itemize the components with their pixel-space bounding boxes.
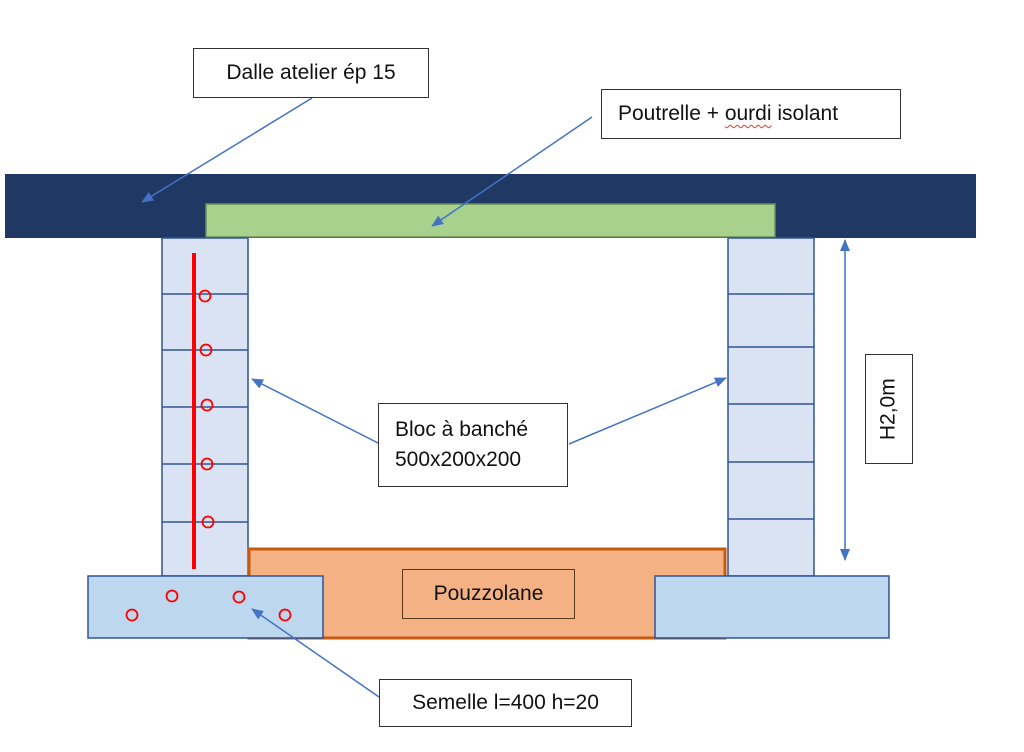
rebar-section bbox=[165, 589, 179, 603]
label-slab-text: Dalle atelier ép 15 bbox=[226, 60, 396, 84]
rebar-section bbox=[125, 608, 139, 622]
label-beam-text-b: isolant bbox=[771, 101, 839, 125]
rebar-section bbox=[200, 398, 214, 412]
label-pozzolan: Pouzzolane bbox=[402, 569, 575, 619]
beam-insulation bbox=[205, 203, 776, 238]
right-footing bbox=[654, 575, 890, 639]
left-footing bbox=[87, 575, 324, 639]
label-beam-text-a: Poutrelle + bbox=[618, 101, 725, 125]
label-beam-text-spell: ourdi bbox=[724, 101, 772, 125]
leader-arrow-bloc-left bbox=[251, 378, 381, 445]
leader-arrow-semelle bbox=[251, 608, 380, 698]
label-beam: Poutrelle + ourdi isolant bbox=[601, 89, 901, 139]
label-height: H2,0m bbox=[865, 354, 913, 464]
rebar-section bbox=[278, 608, 292, 622]
label-pozzolan-text: Pouzzolane bbox=[433, 581, 544, 605]
rebar-section bbox=[198, 289, 212, 303]
leader-arrow-dalle bbox=[141, 97, 313, 203]
label-block-line1: Bloc à banché bbox=[395, 417, 529, 441]
footing-rebar-sections bbox=[125, 589, 292, 622]
label-footing-text: Semelle l=400 h=20 bbox=[412, 690, 599, 714]
label-footing: Semelle l=400 h=20 bbox=[379, 679, 632, 727]
rebar-section bbox=[201, 515, 215, 529]
wall-rebar-sections bbox=[198, 289, 215, 529]
rebar-section bbox=[199, 343, 213, 357]
rebar-section bbox=[232, 590, 246, 604]
leader-arrow-poutrelle bbox=[431, 116, 593, 227]
pozzolan-fill bbox=[247, 547, 727, 640]
left-block-wall bbox=[161, 237, 249, 577]
leader-arrow-bloc-right bbox=[568, 377, 727, 445]
label-block: Bloc à banché 500x200x200 bbox=[378, 403, 568, 487]
label-beam-text: Poutrelle + ourdi isolant bbox=[618, 99, 838, 129]
right-block-wall bbox=[727, 237, 815, 577]
label-block-line2: 500x200x200 bbox=[395, 448, 522, 471]
label-slab: Dalle atelier ép 15 bbox=[193, 48, 429, 98]
label-height-text: H2,0m bbox=[876, 378, 900, 440]
rebar-section bbox=[200, 457, 214, 471]
